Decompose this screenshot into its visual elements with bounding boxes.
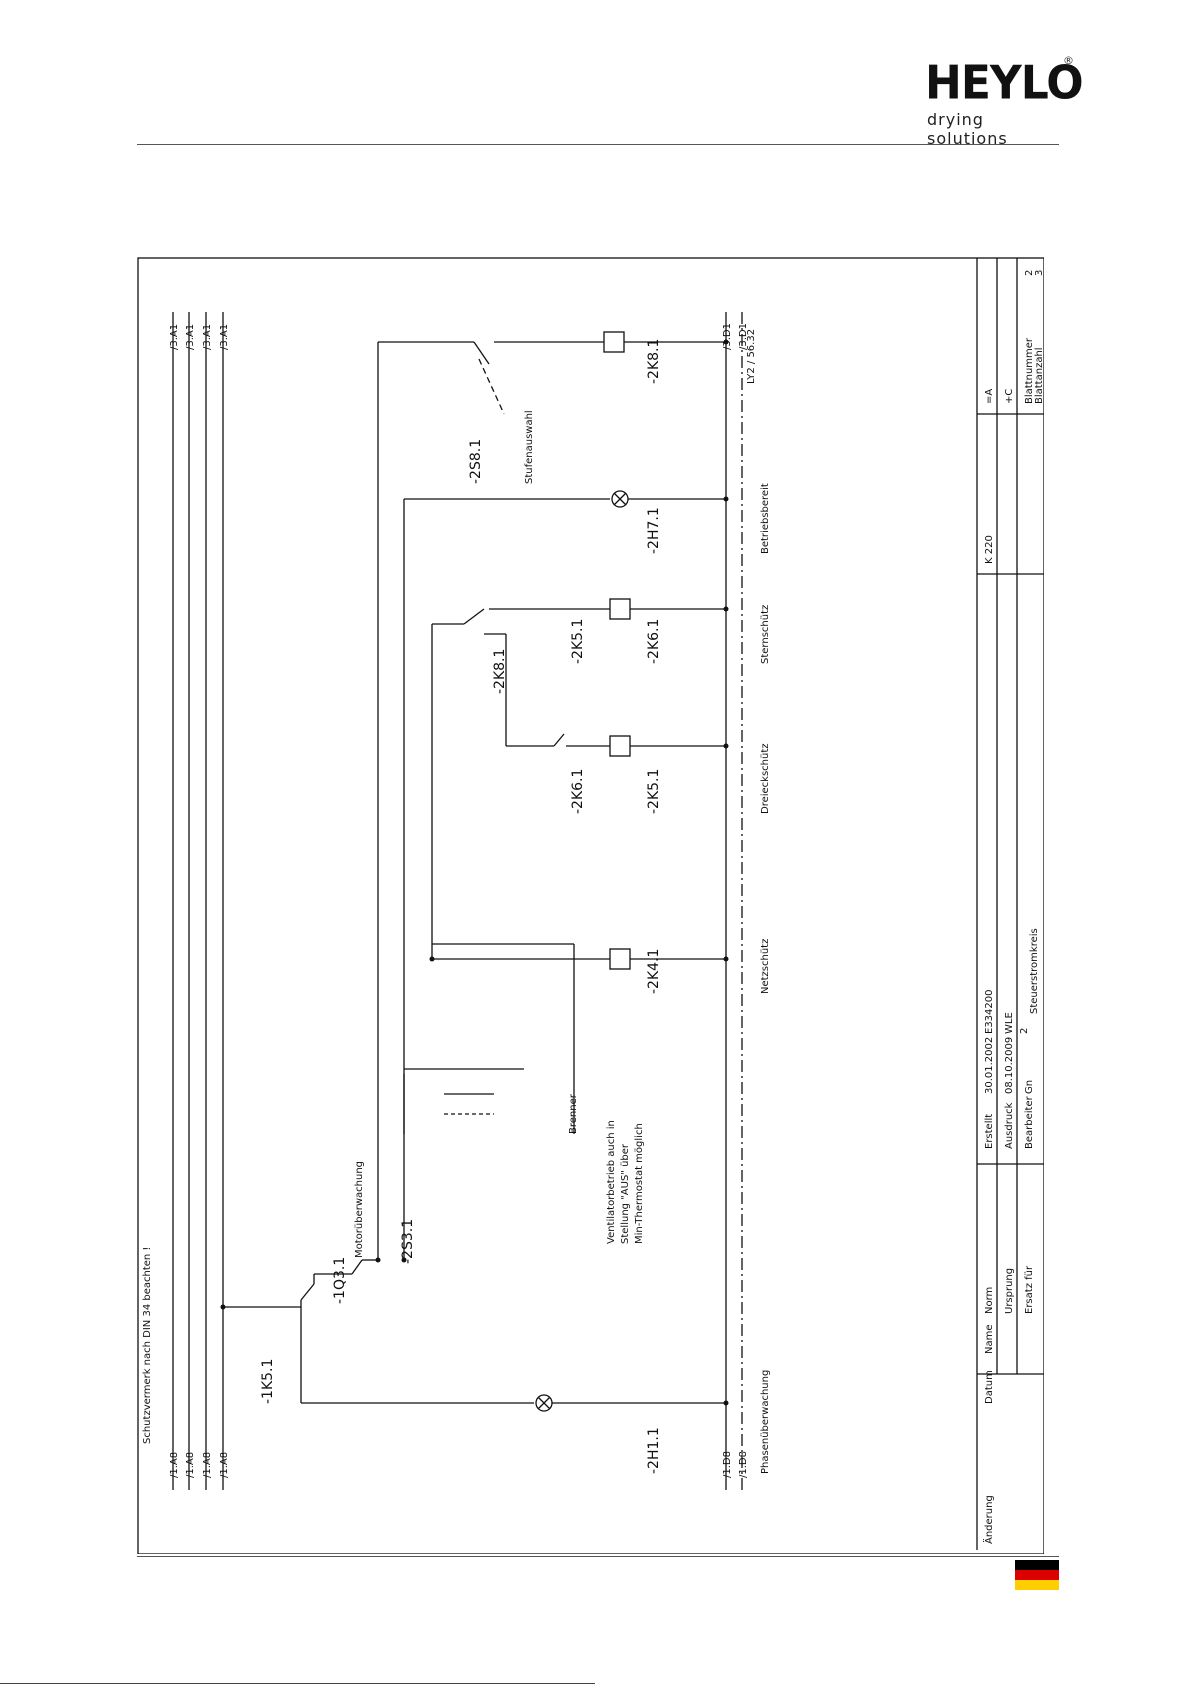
tb-sheet-no: 2 <box>1024 270 1035 276</box>
s8-label: -2S8.1 <box>468 439 484 484</box>
k8b-label: -2K8.1 <box>646 339 662 384</box>
tb-eq-a: =A <box>984 389 995 404</box>
tb-editor-label: Bearbeiter <box>1024 1095 1035 1149</box>
k5b-label: -2K5.1 <box>646 769 662 814</box>
tb-sheet-index: 2 <box>1019 1028 1030 1034</box>
k4-function: Netzschütz <box>760 939 771 994</box>
s3-label: -2S3.1 <box>400 1219 416 1264</box>
tb-change: Änderung <box>982 1495 995 1544</box>
q3-label: -1Q3.1 <box>332 1257 348 1304</box>
k5-label: -1K5.1 <box>260 1359 276 1404</box>
logo-registered: ® <box>1063 54 1074 67</box>
logo-tagline: drying solutions <box>927 110 1008 148</box>
tb-replaces: Ersatz für <box>1024 1265 1035 1314</box>
ref-left-l1: /1.A8 <box>169 1452 180 1478</box>
tb-sheet-count: 3 <box>1034 270 1044 276</box>
tb-editor-value: Gn <box>1024 1080 1035 1094</box>
logo-brand: HEYLO <box>925 56 1084 111</box>
tb-created-label: Erstellt <box>984 1114 995 1149</box>
phase-label: Phasenüberwachung <box>760 1370 771 1474</box>
ref-pe-right: /3.D1 <box>738 323 749 350</box>
k6b-label: -2K6.1 <box>570 769 586 814</box>
tb-printed-value: 08.10.2009 <box>1004 1037 1015 1094</box>
k8-label: -2K8.1 <box>492 649 508 694</box>
tb-date: Datum <box>984 1370 995 1404</box>
german-flag-icon <box>1015 1560 1059 1590</box>
k6-function: Sternschütz <box>760 605 771 664</box>
brenner-label: Brenner <box>568 1093 579 1134</box>
h7-function: Betriebsbereit <box>760 483 771 554</box>
tb-product: K 220 <box>984 535 995 564</box>
ref-left-l: /1.A8 <box>219 1452 230 1478</box>
protection-note: Schutzvermerk nach DIN 34 beachten ! <box>142 1247 153 1444</box>
tb-description: Steuerstromkreis <box>1029 928 1040 1014</box>
tb-name: Name <box>984 1324 995 1354</box>
schematic-sheet: Schutzvermerk nach DIN 34 beachten ! -1K… <box>137 257 1044 1554</box>
h1-label: -2H1.1 <box>646 1427 662 1474</box>
tb-printed-label: Ausdruck <box>1004 1102 1015 1149</box>
header-rule <box>137 144 1059 145</box>
ref-n-right: /3.D1 <box>722 323 733 350</box>
k8b-ref: LY2 / 56.32 <box>746 329 757 384</box>
ref-right-l3: /3.A1 <box>202 324 213 350</box>
tb-sheet-no-label: Blattnummer <box>1024 337 1035 404</box>
tb-created-value: 30.01.2002 <box>984 1037 995 1094</box>
ref-left-l2: /1.A8 <box>185 1452 196 1478</box>
s8-function: Stufenauswahl <box>524 410 535 484</box>
page-bottom-line <box>0 1683 595 1684</box>
tb-origin: Ursprung <box>1004 1268 1015 1314</box>
ref-right-l2: /3.A1 <box>185 324 196 350</box>
q3-function: Motorüberwachung <box>354 1161 365 1258</box>
ref-pe-left: /1.D8 <box>738 1451 749 1478</box>
k5c-label: -2K5.1 <box>570 619 586 664</box>
tb-model: WLE <box>1004 1012 1015 1034</box>
tb-sheet-count-label: Blattanzahl <box>1034 347 1044 404</box>
sheet-frame <box>137 257 1044 1554</box>
heylo-logo: HEYLO ® drying solutions <box>925 54 1084 148</box>
ref-n-left: /1.D8 <box>722 1451 733 1478</box>
vent-note-1: Ventilatorbetrieb auch in <box>606 1120 617 1244</box>
k6-label: -2K6.1 <box>646 619 662 664</box>
tb-norm: Norm <box>984 1287 995 1314</box>
tb-drawing-no: E334200 <box>984 990 995 1035</box>
ref-left-l3: /1.A8 <box>202 1452 213 1478</box>
vent-note-2: Stellung "AUS" über <box>620 1143 631 1244</box>
h7-label: -2H7.1 <box>646 507 662 554</box>
vent-note-3: Min-Thermostat möglich <box>634 1123 645 1244</box>
tb-eq-c: +C <box>1004 389 1015 404</box>
ref-right-l1: /3.A1 <box>169 324 180 350</box>
footer-rule <box>137 1556 1059 1557</box>
ref-right-l: /3.A1 <box>219 324 230 350</box>
k4-label: -2K4.1 <box>646 949 662 994</box>
k5b-function: Dreieckschütz <box>760 743 771 814</box>
